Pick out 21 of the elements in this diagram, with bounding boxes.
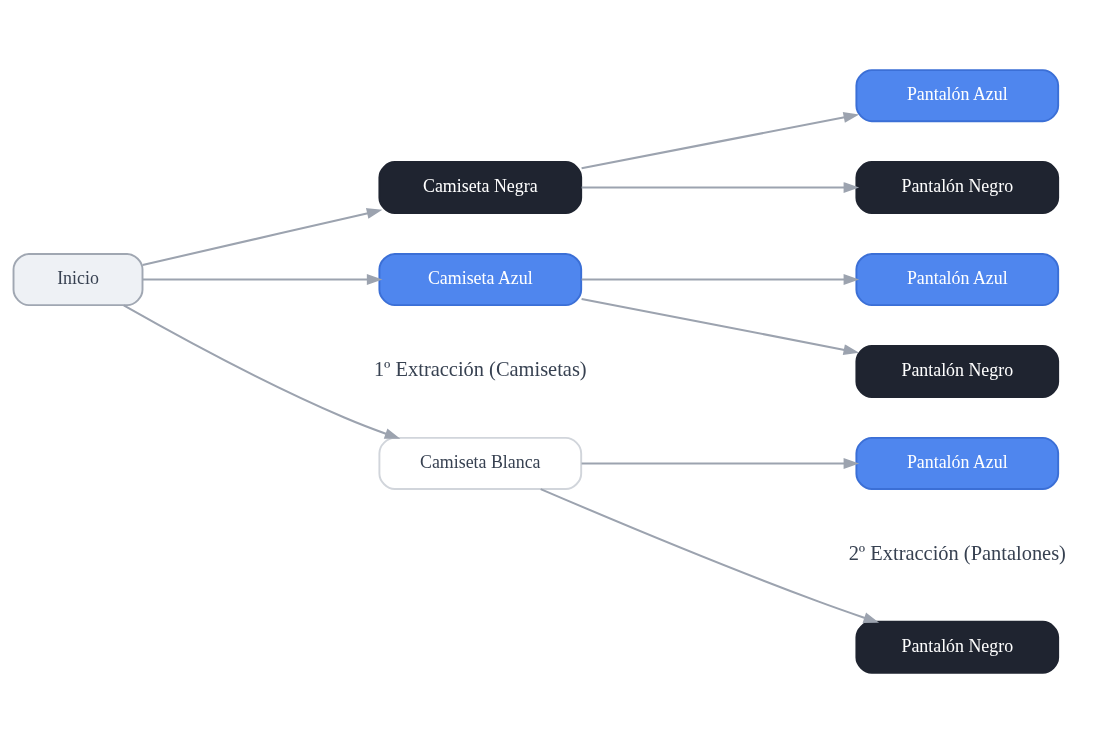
arrow [581, 274, 860, 285]
node-box: Pantalón Azul [855, 253, 1060, 307]
arrow [581, 182, 860, 194]
arrow [581, 112, 860, 170]
arrow [581, 458, 860, 469]
node-box: Pantalón Azul [855, 436, 1060, 490]
arrow [540, 488, 880, 623]
label: 2º Extracción (Pantalones) [848, 542, 1066, 565]
node-box: Pantalón Negro [855, 345, 1060, 398]
arrow [142, 274, 383, 285]
node-box: Pantalón Azul [855, 69, 1060, 123]
node-box: Camiseta Azul [378, 253, 583, 307]
node-box: Pantalón Negro [855, 161, 1060, 215]
node-box: Camiseta Blanca [378, 436, 583, 490]
arrow [123, 304, 401, 439]
node-box: Inicio [12, 253, 144, 307]
node-box: Camiseta Negra [378, 161, 583, 215]
node-box: Pantalón Negro [855, 620, 1060, 674]
arrow [142, 208, 383, 266]
label: 1º Extracción (Camisetas) [373, 358, 587, 381]
arrow [581, 297, 860, 356]
